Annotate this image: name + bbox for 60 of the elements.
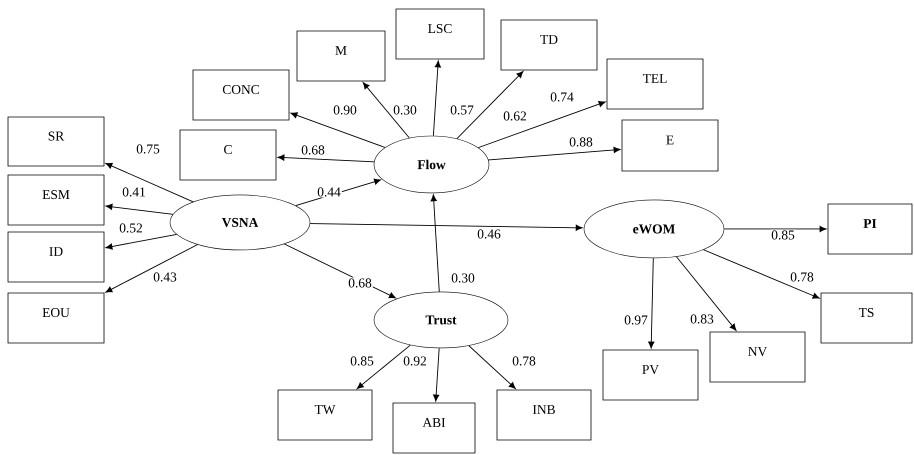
arrow (724, 226, 826, 232)
edge-label: 0.90 (332, 104, 358, 116)
arrow (488, 146, 620, 160)
edge-label: 0.85 (349, 355, 375, 367)
indicator-box: TS (820, 292, 912, 344)
edge-label: 0.88 (568, 136, 594, 148)
indicator-box: PV (602, 350, 698, 400)
arrow (676, 256, 736, 331)
edge-label: 0.44 (316, 186, 342, 198)
edge-label: 0.30 (450, 272, 476, 284)
indicator-box: TEL (606, 58, 704, 110)
indicator-box: LSC (396, 8, 484, 60)
indicator-box: CONC (192, 70, 290, 120)
arrow (433, 348, 440, 402)
arrow (648, 258, 654, 348)
indicator-box: INB (496, 390, 592, 440)
edge-label: 0.46 (476, 228, 502, 240)
arrow (456, 71, 524, 140)
edge-label: 0.75 (135, 143, 161, 155)
indicator-box: ID (8, 232, 104, 282)
arrow (290, 112, 386, 148)
edge-label: 0.74 (549, 91, 575, 103)
indicator-box: SR (8, 116, 104, 166)
indicator-box: E (622, 120, 718, 172)
indicator-box: C (180, 130, 276, 180)
arrow (106, 234, 177, 250)
arrow (430, 194, 440, 292)
arrow (105, 162, 194, 202)
edge-label: 0.43 (152, 271, 178, 283)
edge-label: 0.92 (402, 355, 428, 367)
arrow (105, 244, 198, 293)
indicator-box: EOU (8, 292, 104, 344)
indicator-box: PI (828, 204, 912, 254)
indicator-box: TW (278, 390, 372, 440)
arrow (106, 204, 174, 215)
indicator-box: TD (500, 20, 598, 70)
edge-label: 0.85 (770, 229, 796, 241)
edge-label: 0.97 (623, 314, 649, 326)
arrow (356, 344, 411, 390)
arrow (478, 101, 606, 148)
edge-label: 0.52 (118, 222, 144, 234)
arrow (432, 60, 441, 136)
arrow (362, 82, 410, 138)
edge-label: 0.30 (392, 104, 418, 116)
arrow (468, 345, 516, 389)
edge-label: 0.78 (511, 355, 537, 367)
arrow (703, 249, 820, 299)
indicator-box: M (296, 30, 386, 82)
indicator-box: ABI (392, 402, 476, 454)
arrow (278, 154, 374, 162)
edge-label: 0.41 (121, 186, 147, 198)
edge-label: 0.62 (502, 110, 528, 122)
indicator-box: NV (710, 332, 806, 382)
edge-label: 0.57 (449, 104, 475, 116)
indicator-box: ESM (8, 174, 104, 226)
arrow (310, 223, 583, 231)
edge-label: 0.83 (689, 313, 715, 325)
edge-label: 0.68 (347, 277, 373, 289)
edge-label: 0.78 (789, 271, 815, 283)
edge-label: 0.68 (300, 144, 326, 156)
